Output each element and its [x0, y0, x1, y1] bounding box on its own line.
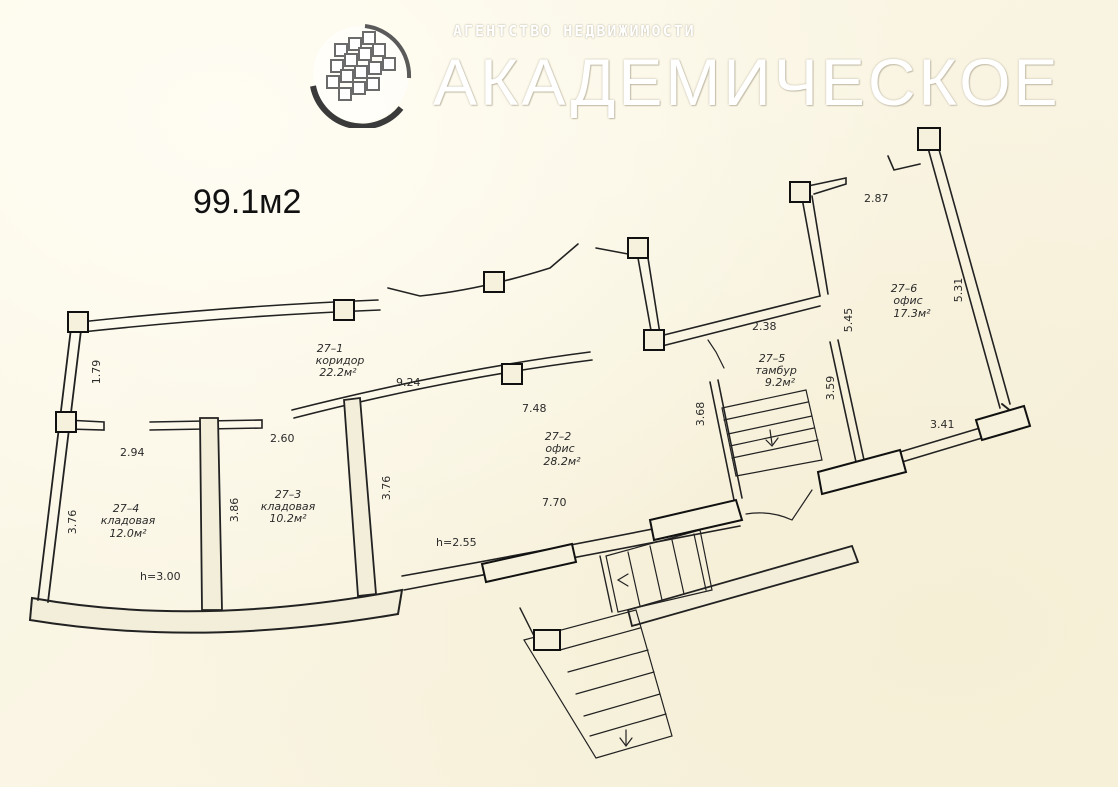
wall-top-segment-2 [595, 247, 629, 255]
room-27-2-area: 28.2м² [543, 455, 581, 468]
dim-2-60: 2.60 [270, 432, 295, 445]
dim-3-59: 3.59 [824, 376, 837, 401]
wall-left [37, 319, 83, 603]
cube-logo-icon [310, 24, 412, 128]
column-1 [67, 311, 89, 333]
dim-3-41: 3.41 [930, 418, 955, 431]
column-4 [483, 271, 505, 293]
agency-name: АКАДЕМИЧЕСКОЕ [433, 45, 1061, 119]
dim-9-24: 9.24 [396, 376, 421, 389]
wall-27-6-right [927, 145, 1011, 409]
dim-7-48: 7.48 [522, 402, 547, 415]
wall-divider-27-3-27-2 [343, 396, 377, 597]
door-tambur [745, 489, 813, 521]
stairs-tambur [721, 389, 823, 477]
room-27-5-area: 9.2м² [765, 376, 796, 389]
wall-divider-27-4-27-3 [199, 417, 223, 611]
column-6 [501, 363, 523, 385]
dim-2-38: 2.38 [752, 320, 777, 333]
column-2 [333, 299, 355, 321]
dim-5-45: 5.45 [842, 308, 855, 333]
dim-3-68: 3.68 [694, 402, 707, 427]
dim-2-94: 2.94 [120, 446, 145, 459]
column-7 [643, 329, 665, 351]
wall-27-6-left [801, 195, 829, 297]
column-3 [55, 411, 77, 433]
total-area-label: 99.1м2 [193, 183, 302, 221]
dim-5-31: 5.31 [952, 278, 965, 303]
stairs-entrance-lower [523, 609, 673, 759]
wall-block-1 [480, 542, 578, 584]
room-27-5-number: 27–5 [759, 352, 786, 365]
wall-bottom-left [28, 588, 404, 634]
room-27-1-name: коридор [316, 354, 365, 367]
dim-3-86: 3.86 [228, 498, 241, 523]
wall-entrance-platform [626, 544, 860, 628]
wall-office-27-2-right [659, 295, 821, 347]
room-27-6-area: 17.3м² [893, 307, 931, 320]
room-27-4-name: кладовая [101, 514, 156, 527]
agency-logo: АГЕНТСТВО НЕДВИЖИМОСТИ АКАДЕМИЧЕСКОЕ [305, 16, 1058, 128]
wall-top-segment-1 [387, 243, 579, 297]
room-27-4-number: 27–4 [113, 502, 140, 515]
wall-block-3 [816, 448, 908, 496]
dim-2-87: 2.87 [864, 192, 889, 205]
wall-column-link [637, 257, 661, 337]
dim-7-70: 7.70 [542, 496, 567, 509]
column-10 [533, 629, 561, 651]
stairs-entrance-upper [605, 529, 713, 613]
column-5 [627, 237, 649, 259]
room-27-4-area: 12.0м² [109, 527, 147, 540]
column-8 [789, 181, 811, 203]
wall-block-2 [648, 498, 744, 542]
wall-tambur-left [709, 379, 743, 501]
agency-tagline: АГЕНТСТВО НЕДВИЖИМОСТИ [453, 22, 696, 40]
wall-27-6-corner [887, 155, 921, 171]
height-27-2: h=2.55 [436, 536, 477, 549]
dim-3-76-mid: 3.76 [380, 476, 393, 501]
wall-block-4 [974, 404, 1032, 442]
room-27-6-name: офис [893, 294, 922, 307]
wall-tambur-right [829, 339, 865, 463]
room-27-6-number: 27–6 [891, 282, 918, 295]
wall-27-6-top [807, 177, 847, 195]
room-27-3-area: 10.2м² [269, 512, 307, 525]
room-27-5-name: тамбур [755, 364, 797, 377]
height-27-4: h=3.00 [140, 570, 181, 583]
room-27-3-name: кладовая [261, 500, 316, 513]
dim-3-76-left: 3.76 [66, 510, 79, 535]
room-27-2-number: 27–2 [545, 430, 572, 443]
wall-corridor-inner [291, 351, 593, 419]
column-9 [917, 127, 941, 151]
dim-1-79: 1.79 [90, 360, 103, 385]
room-27-3-number: 27–3 [275, 488, 302, 501]
room-27-1-number: 27–1 [317, 342, 344, 355]
wall-partition-left [65, 419, 105, 431]
room-27-1-area: 22.2м² [319, 366, 357, 379]
door-office-27-2 [707, 339, 725, 369]
room-27-2-name: офис [545, 442, 574, 455]
